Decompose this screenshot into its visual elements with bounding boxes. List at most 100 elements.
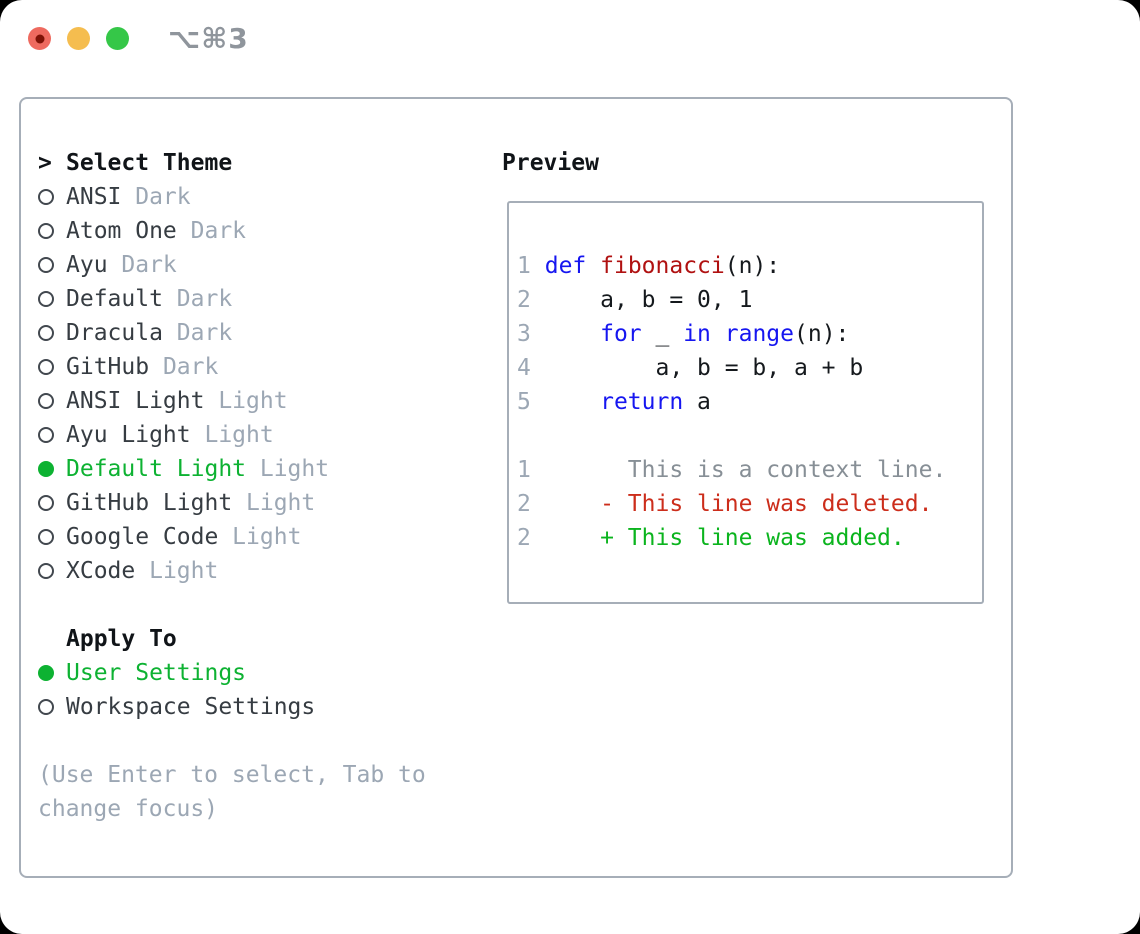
code-token: a, b = b, a + b xyxy=(544,355,864,381)
code-token: a xyxy=(683,389,711,415)
radio-marker-icon xyxy=(38,223,66,239)
option-label: GitHub xyxy=(66,354,150,380)
option-label: Default xyxy=(66,286,163,312)
spacer xyxy=(38,724,426,758)
focus-caret-icon: > xyxy=(38,150,52,176)
radio-marker-icon xyxy=(38,359,66,375)
title-bar: ⌥⌘3 xyxy=(0,0,1140,76)
theme-option-ayu[interactable]: Ayu Dark xyxy=(38,248,426,282)
apply-option-workspace-settings[interactable]: Workspace Settings xyxy=(38,690,426,724)
radio-marker-icon xyxy=(38,461,66,477)
option-label: ANSI xyxy=(66,184,122,210)
radio-unselected-icon xyxy=(38,699,54,715)
code-token: (n): xyxy=(724,253,781,279)
theme-variant-badge: Dark xyxy=(162,286,233,312)
radio-unselected-icon xyxy=(38,359,54,375)
theme-option-ayu-light[interactable]: Ayu Light Light xyxy=(38,418,426,452)
apply-to-header-label: Apply To xyxy=(66,626,177,652)
theme-option-xcode[interactable]: XCode Light xyxy=(38,554,426,588)
line-number: 1 xyxy=(517,253,531,279)
radio-unselected-icon xyxy=(38,257,54,273)
theme-option-github[interactable]: GitHub Dark xyxy=(38,350,426,384)
code-token xyxy=(586,253,600,279)
preview-header-label: Preview xyxy=(502,150,599,176)
theme-variant-badge: Dark xyxy=(121,184,191,210)
radio-unselected-icon xyxy=(38,189,54,205)
radio-marker-icon xyxy=(38,325,66,341)
select-theme-header: > Select Theme xyxy=(38,146,426,180)
zoom-button[interactable] xyxy=(106,27,129,50)
preview-code-line: 2 a, b = 0, 1 xyxy=(517,283,978,317)
radio-unselected-icon xyxy=(38,393,54,409)
radio-marker-icon xyxy=(38,563,66,579)
radio-selected-icon xyxy=(38,461,54,477)
preview-code-line: 2 + This line was added. xyxy=(517,521,978,555)
close-button[interactable] xyxy=(28,27,51,50)
theme-variant-badge: Light xyxy=(246,456,330,482)
radio-marker-icon xyxy=(38,665,66,681)
window-title-shortcut: ⌥⌘3 xyxy=(168,22,249,55)
code-token: a, b = 0, 1 xyxy=(544,287,753,313)
theme-variant-badge: Light xyxy=(135,558,219,584)
theme-option-atom-one[interactable]: Atom One Dark xyxy=(38,214,426,248)
option-label: ANSI Light xyxy=(66,388,205,414)
select-theme-header-label: Select Theme xyxy=(66,150,233,176)
theme-option-default[interactable]: Default Dark xyxy=(38,282,426,316)
radio-selected-icon xyxy=(38,665,54,681)
line-number: 5 xyxy=(517,389,531,415)
theme-variant-badge: Light xyxy=(204,388,288,414)
theme-variant-badge: Dark xyxy=(176,218,247,244)
theme-option-google-code[interactable]: Google Code Light xyxy=(38,520,426,554)
line-number: 1 xyxy=(517,457,531,483)
close-button-dot-icon xyxy=(35,34,44,43)
code-token: This is a context line. xyxy=(544,457,947,483)
code-token: - This line was deleted. xyxy=(544,491,933,517)
code-token: return xyxy=(600,389,684,415)
code-token xyxy=(711,321,725,347)
radio-unselected-icon xyxy=(38,529,54,545)
option-label: Atom One xyxy=(66,218,177,244)
preview-code-line: 5 return a xyxy=(517,385,978,419)
theme-option-github-light[interactable]: GitHub Light Light xyxy=(38,486,426,520)
theme-option-ansi-light[interactable]: ANSI Light Light xyxy=(38,384,426,418)
theme-option-default-light[interactable]: Default Light Light xyxy=(38,452,426,486)
radio-marker-icon xyxy=(38,257,66,273)
spacer xyxy=(38,588,426,622)
theme-option-ansi[interactable]: ANSI Dark xyxy=(38,180,426,214)
code-token: range xyxy=(724,321,795,347)
code-token: for xyxy=(600,321,642,347)
preview-code-line xyxy=(517,419,978,453)
theme-variant-badge: Dark xyxy=(107,252,177,278)
radio-unselected-icon xyxy=(38,495,54,511)
preview-code-line: 3 for _ in range(n): xyxy=(517,317,978,351)
line-number: 2 xyxy=(517,491,531,517)
code-token: in xyxy=(683,321,711,347)
apply-option-user-settings[interactable]: User Settings xyxy=(38,656,426,690)
radio-unselected-icon xyxy=(38,427,54,443)
theme-variant-badge: Light xyxy=(190,422,274,448)
line-number: 4 xyxy=(517,355,531,381)
minimize-button[interactable] xyxy=(67,27,90,50)
line-number: 2 xyxy=(517,525,531,551)
hint-text-line2: change focus) xyxy=(38,796,219,822)
code-token xyxy=(545,321,600,347)
radio-unselected-icon xyxy=(38,223,54,239)
radio-marker-icon xyxy=(38,529,66,545)
radio-unselected-icon xyxy=(38,563,54,579)
option-label: XCode xyxy=(66,558,136,584)
theme-option-dracula[interactable]: Dracula Dark xyxy=(38,316,426,350)
option-label: GitHub Light xyxy=(66,490,233,516)
radio-unselected-icon xyxy=(38,291,54,307)
code-token: _ xyxy=(641,321,684,347)
preview-code-line: 4 a, b = b, a + b xyxy=(517,351,978,385)
line-number: 2 xyxy=(517,287,531,313)
option-label: Ayu xyxy=(66,252,108,278)
radio-marker-icon xyxy=(38,495,66,511)
option-label: Google Code xyxy=(66,524,219,550)
radio-unselected-icon xyxy=(38,325,54,341)
